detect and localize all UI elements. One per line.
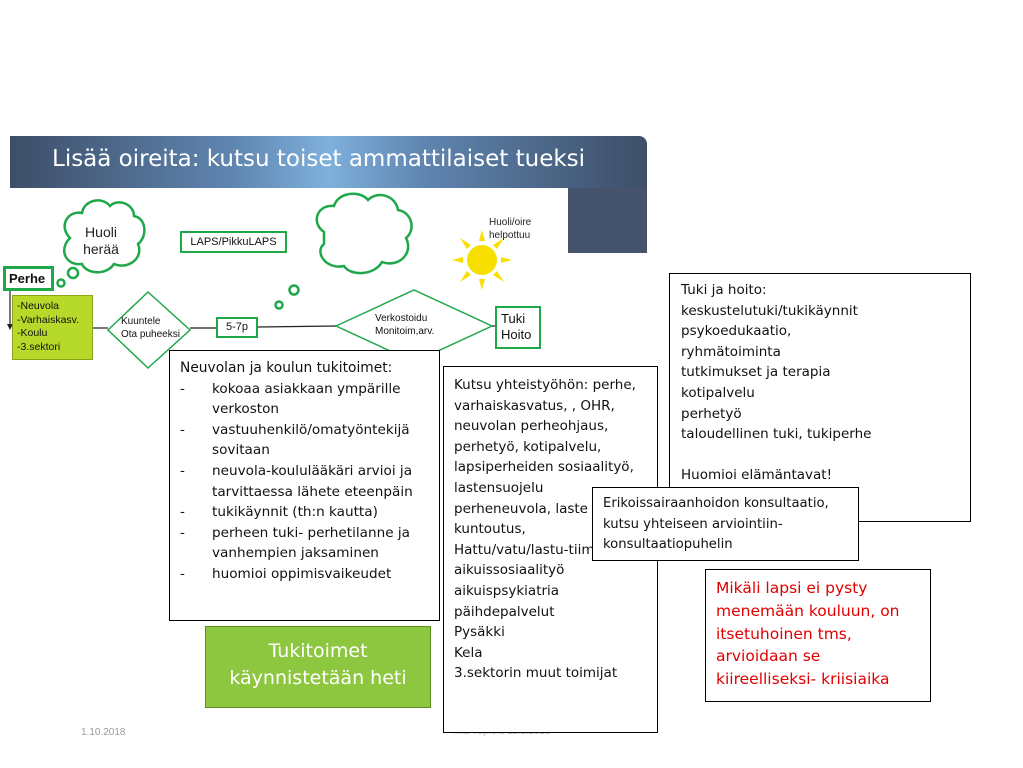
erikois-line: kutsu yhteiseen arviointiin- [603, 516, 783, 532]
neuvola-item: kokoaa asiakkaan ympärille verkoston [180, 379, 433, 420]
kriisi-line: Mikäli lapsi ei pysty [716, 579, 868, 597]
kutsu-line: lastensuojelu [454, 479, 544, 496]
kutsu-line: Hattu/vatu/lastu-tiim [454, 541, 595, 558]
diamond-line: Ota puheeksi [121, 328, 180, 340]
tuki-line: keskustelutuki/tukikäynnit [681, 302, 858, 319]
kutsu-line: 3.sektorin muut toimijat [454, 665, 618, 682]
title-banner [10, 136, 647, 188]
diamond-line: Kuuntele [121, 316, 161, 327]
kutsu-line: perhetyö, kotipalvelu, [454, 438, 602, 455]
end-line: Tuki [501, 311, 526, 326]
tuki-line: taloudellinen tuki, tukiperhe [681, 426, 872, 443]
tuki-line: perhetyö [681, 405, 742, 422]
erikois-line: konsultaatiopuhelin [603, 537, 733, 553]
kutsu-line: Kutsu yhteistyöhön: perhe, [454, 377, 636, 393]
tuki-line: psykoedukaatio, [681, 323, 792, 340]
slide-date: 1.10.2018 [81, 727, 126, 738]
kutsu-line: Pysäkki [454, 624, 505, 641]
neuvola-item: neuvola-koululääkäri arvioi ja tarvittae… [180, 461, 433, 502]
kutsu-line: neuvolan perheohjaus, [454, 418, 609, 435]
diamond-line: Verkostoidu [375, 313, 428, 324]
kriisi-line: kiireelliseksi- kriisiaika [716, 670, 890, 689]
worry-cloud [56, 199, 146, 288]
kutsu-line: kuntoutus, [454, 521, 526, 538]
laps-label: LAPS/PikkuLAPS [180, 231, 287, 253]
empty-cloud [274, 192, 413, 310]
sector-item: -Koulu [17, 327, 48, 339]
kutsu-line: Kela [454, 644, 483, 661]
tuki-line: Tuki ja hoito: [681, 282, 767, 298]
listen-diamond [106, 290, 192, 370]
end-line: Hoito [501, 327, 532, 342]
tuki-line: Huomioi elämäntavat! [681, 467, 833, 484]
sun-text: Huoli/oire helpottuu [489, 217, 532, 241]
tuki-line: ryhmätoiminta [681, 343, 781, 360]
perhe-box: Perhe [3, 266, 54, 291]
kutsu-line: aikuispsykiatria [454, 582, 560, 599]
kutsu-line: päihdepalvelut [454, 603, 555, 620]
crisis-box: Mikäli lapsi ei pysty menemään kouluun, … [705, 569, 931, 702]
step-label: 5-7p [216, 317, 258, 338]
invite-collaboration-box: Kutsu yhteistyöhön: perhe, varhaiskasvat… [443, 366, 658, 733]
support-care-box: Tuki ja hoito: keskustelutuki/tukikäynni… [669, 273, 971, 522]
neuvola-item: tukikäynnit (th:n kautta) [180, 502, 433, 523]
specialist-consultation-box: Erikoissairaanhoidon konsultaatio, kutsu… [592, 487, 859, 561]
neuvola-item: huomioi oppimisvaikeudet [180, 564, 433, 585]
sun-icon [452, 230, 512, 290]
sectors-box: -Neuvola -Varhaiskasv. -Koulu -3.sektori [12, 295, 93, 360]
kutsu-line: lapsiperheiden sosiaalityö, [454, 459, 634, 476]
erikois-line: Erikoissairaanhoidon konsultaatio, [603, 496, 829, 511]
sector-item: -3.sektori [17, 340, 61, 353]
kriisi-line: itsetuhoinen tms, [716, 624, 852, 643]
sector-item: -Neuvola [17, 300, 60, 312]
listen-diamond-text: Kuuntele Ota puheeksi [121, 316, 180, 341]
tukitoimet-line: Tukitoimet [268, 640, 368, 662]
tukitoimet-line: käynnistetään heti [229, 667, 407, 689]
neuvola-support-box: Neuvolan ja koulun tukitoimet: kokoaa as… [169, 350, 440, 621]
neuvola-box-title: Neuvolan ja koulun tukitoimet: [180, 360, 393, 376]
cloud-text: Huoli herää [83, 224, 119, 257]
neuvola-item: perheen tuki- perhetilanne ja vanhempien… [180, 523, 433, 564]
tuki-line: kotipalvelu [681, 384, 755, 401]
network-diamond-text: Verkostoidu Monitoim,arv. [375, 313, 434, 338]
kriisi-line: menemään kouluun, on [716, 601, 900, 620]
tuki-line [681, 445, 970, 466]
kutsu-line: varhaiskasvatus, , OHR, [454, 397, 615, 414]
immediate-support-box: Tukitoimet käynnistetään heti [205, 626, 431, 708]
kutsu-line: aikuissosiaalityö [454, 562, 565, 579]
sector-item: -Varhaiskasv. [17, 313, 80, 326]
diamond-line: Monitoim,arv. [375, 325, 435, 337]
support-end-box: Tuki Hoito [495, 306, 541, 349]
slide-title: Lisää oireita: kutsu toiset ammattilaise… [52, 146, 586, 172]
neuvola-item: vastuuhenkilö/omatyöntekijä sovitaan [180, 420, 433, 461]
kutsu-line: perheneuvola, laste [454, 500, 588, 517]
tuki-line: tutkimukset ja terapia [681, 364, 831, 381]
title-banner-tail [568, 188, 647, 253]
kriisi-line: arvioidaan se [716, 647, 821, 666]
